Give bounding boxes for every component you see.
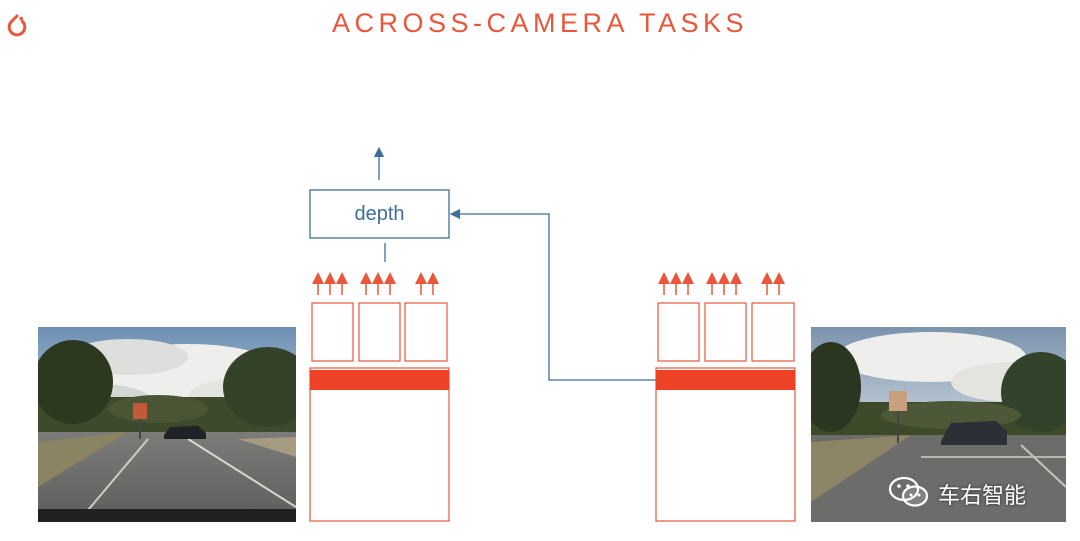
cross-camera-connector <box>455 214 656 380</box>
left-output-arrows <box>318 278 433 295</box>
right-head-3 <box>752 303 794 361</box>
right-backbone <box>656 368 795 521</box>
left-backbone-box <box>310 368 449 521</box>
left-heads <box>312 303 447 361</box>
right-backbone-box <box>656 368 795 521</box>
watermark: 车右智能 <box>888 474 1026 514</box>
wechat-icon <box>888 475 930 514</box>
right-heads <box>658 303 794 361</box>
right-head-1 <box>658 303 699 361</box>
left-backbone <box>310 368 449 521</box>
left-feature-bar <box>310 370 449 390</box>
right-head-2 <box>705 303 746 361</box>
right-feature-bar <box>656 370 795 390</box>
right-output-arrows <box>664 278 779 295</box>
depth-label: depth <box>310 190 449 238</box>
left-head-2 <box>359 303 400 361</box>
watermark-text: 车右智能 <box>938 478 1026 510</box>
left-head-3 <box>405 303 447 361</box>
left-head-1 <box>312 303 353 361</box>
